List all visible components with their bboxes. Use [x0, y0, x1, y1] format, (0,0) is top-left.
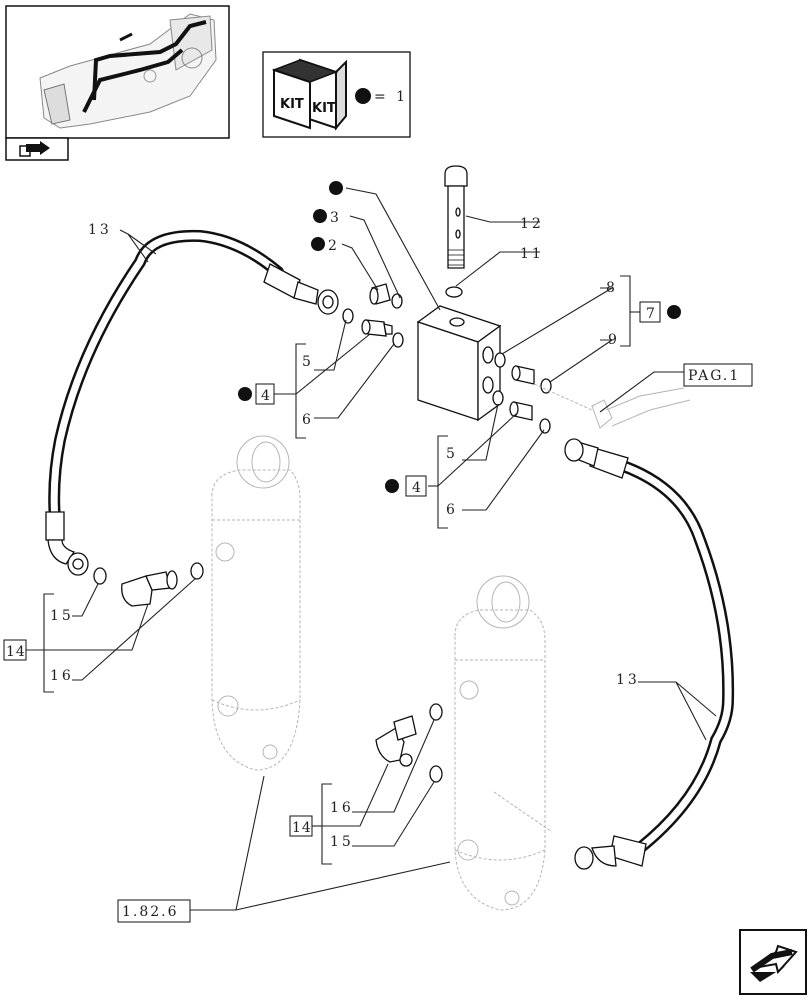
next-page-arrow-icon[interactable] — [739, 929, 807, 995]
bullet-7 — [667, 305, 681, 319]
box-7 — [639, 301, 661, 323]
callout-16-left[interactable]: 16 — [50, 668, 74, 684]
adapter-right-lower — [509, 401, 533, 421]
callout-13-left[interactable]: 13 — [88, 222, 112, 238]
elbow-16-left — [121, 570, 178, 607]
lift-cylinder-left — [211, 435, 301, 771]
pag-ghost-fitting — [591, 387, 691, 429]
box-14-right — [289, 815, 313, 837]
callout-6-right[interactable]: 6 — [446, 502, 458, 518]
kit-label-left: KIT — [280, 97, 304, 112]
callout-13-right[interactable]: 13 — [616, 672, 640, 688]
o-ring-6-left — [392, 332, 404, 348]
ref-1826-label[interactable]: 1.82.6 — [122, 904, 179, 920]
callout-12[interactable]: 12 — [520, 216, 544, 232]
o-ring-5-left — [342, 308, 354, 324]
box-4-left — [255, 383, 275, 405]
o-ring-15-left — [93, 567, 107, 585]
callouts: 3 2 12 11 13 13 5 6 4 8 9 7 5 6 4 PAG.1 … — [3, 181, 753, 923]
kit-bullet — [355, 88, 371, 104]
box-4-right — [405, 475, 427, 497]
pag-ref-label[interactable]: PAG.1 — [688, 368, 740, 384]
valve-block — [416, 305, 502, 422]
bullet-2 — [311, 237, 325, 251]
callout-15-left[interactable]: 15 — [50, 608, 74, 624]
callout-7[interactable]: 7 — [646, 306, 658, 322]
callout-6-left[interactable]: 6 — [302, 412, 314, 428]
back-arrow-icon[interactable] — [19, 141, 50, 157]
bullet-4-left — [238, 387, 252, 401]
callout-2[interactable]: 2 — [328, 238, 340, 254]
elbow-16-right — [375, 715, 417, 767]
plug-2 — [369, 283, 403, 309]
hose-right — [564, 438, 735, 870]
o-ring-8 — [494, 352, 506, 368]
callout-4-left[interactable]: 4 — [261, 388, 273, 404]
adapter-right-upper — [511, 365, 535, 385]
callout-14-right[interactable]: 14 — [292, 820, 312, 836]
callout-5-left[interactable]: 5 — [302, 354, 314, 370]
kit-label-right: KIT — [312, 101, 336, 116]
o-ring-5-right — [492, 390, 504, 406]
callout-16-right[interactable]: 16 — [330, 800, 354, 816]
o-ring-9 — [540, 378, 552, 394]
pag-ref-box[interactable] — [683, 363, 753, 387]
ref-1826-box[interactable] — [117, 899, 191, 923]
callout-4-right[interactable]: 4 — [412, 480, 424, 496]
kit-legend-box: KIT KIT = 1 — [262, 51, 411, 138]
leader-lines — [26, 187, 717, 911]
o-ring-15-right — [429, 765, 443, 783]
bullet-4-right — [385, 479, 399, 493]
bolt-12 — [444, 165, 468, 269]
o-ring-16-left — [190, 562, 204, 580]
o-ring-16-right — [429, 703, 443, 721]
kit-icon: KIT KIT — [271, 58, 347, 131]
thumbnail-panel[interactable] — [5, 5, 230, 161]
bullet-3 — [313, 209, 327, 223]
callout-15-right[interactable]: 15 — [330, 834, 354, 850]
box-14-left — [3, 639, 27, 661]
adapter-left-upper — [361, 319, 393, 337]
tractor-transmission-thumbnail — [39, 13, 217, 129]
lift-cylinder-right — [454, 575, 546, 911]
callout-9[interactable]: 9 — [608, 332, 620, 348]
callout-14-left[interactable]: 14 — [6, 644, 26, 660]
callout-5-right[interactable]: 5 — [446, 446, 458, 462]
bullet-1 — [329, 181, 343, 195]
washer-11 — [445, 286, 463, 298]
hose-left — [45, 229, 339, 576]
o-ring-6-right — [539, 418, 551, 434]
callout-3[interactable]: 3 — [330, 210, 342, 226]
callout-8[interactable]: 8 — [606, 280, 618, 296]
callout-11[interactable]: 11 — [520, 246, 544, 262]
kit-legend-text: = 1 — [374, 89, 408, 105]
